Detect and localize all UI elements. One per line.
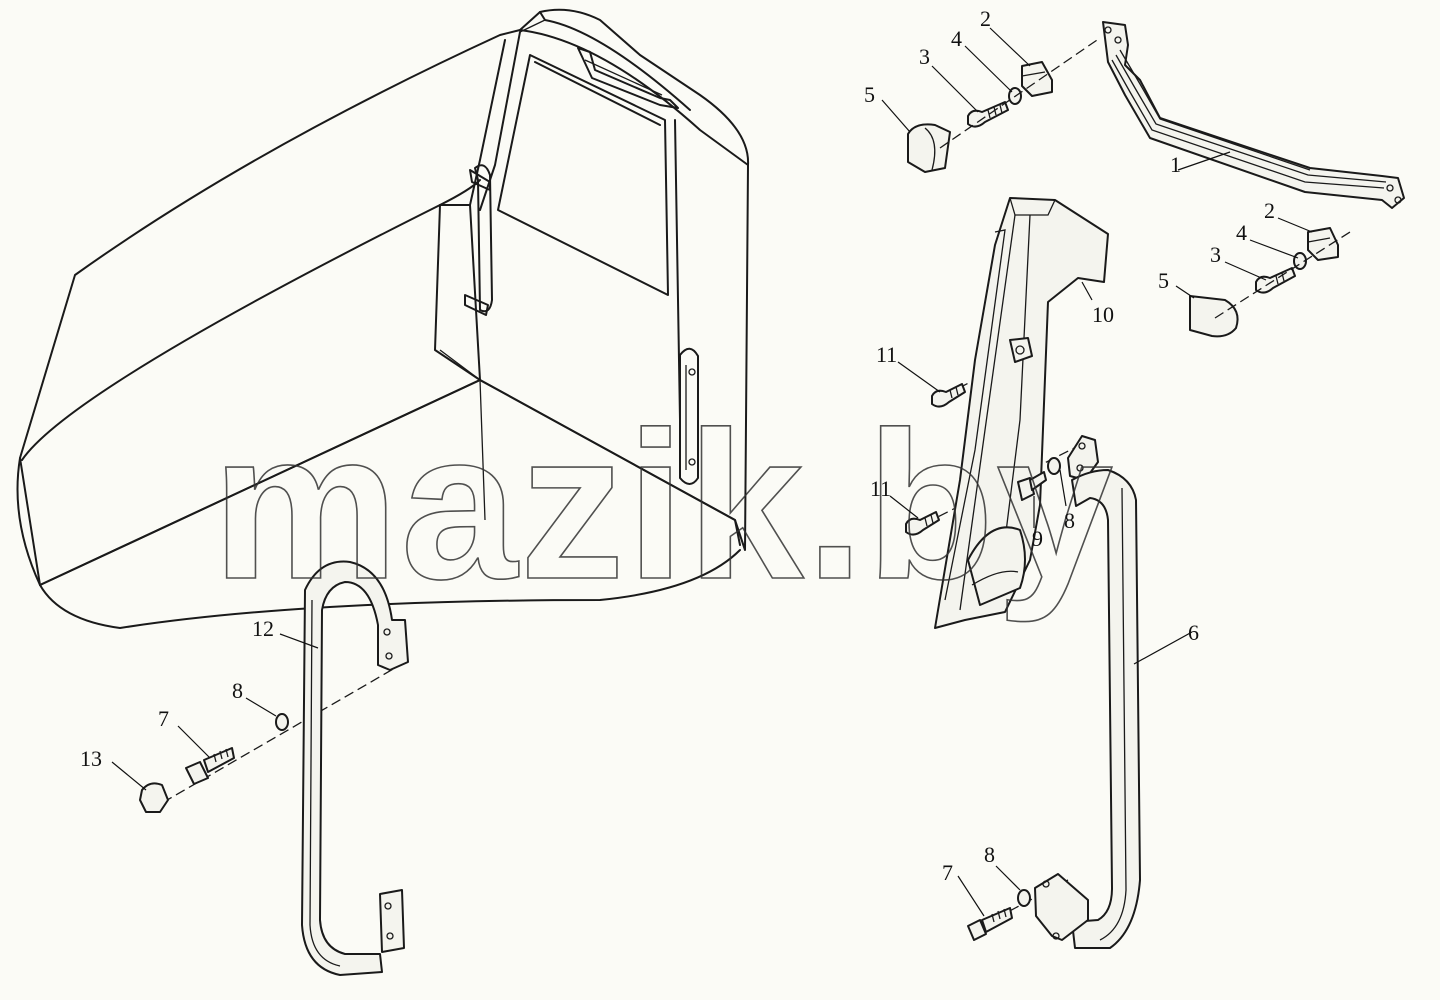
leader-lines	[111, 27, 1313, 917]
part-11-screw-lower	[905, 511, 940, 536]
part-8-washer-bottom	[1017, 889, 1031, 907]
callout-10: 10	[1092, 302, 1114, 327]
callout-13: 13	[80, 746, 102, 771]
callout-2-top: 2	[980, 6, 991, 31]
part-2-clip-top	[1021, 61, 1053, 97]
callout-8-bottom: 8	[984, 842, 995, 867]
cab-roof-handle	[577, 47, 679, 109]
callout-12: 12	[252, 616, 274, 641]
callouts: 1 2 2 4 4 3 3 5 5 10 11 11 8 9 6 8 7 12 …	[80, 6, 1275, 885]
part-3-screw-right	[1255, 267, 1296, 294]
callout-11-upper: 11	[876, 342, 897, 367]
part-13-nut	[139, 782, 169, 813]
part-5-cap-top	[907, 123, 951, 173]
part-7-bolt-left	[185, 747, 235, 785]
part-11-screw-upper	[931, 383, 966, 408]
callout-7-left: 7	[158, 706, 169, 731]
callout-6: 6	[1188, 620, 1199, 645]
part-6-handle	[1034, 435, 1141, 949]
callout-11-lower: 11	[870, 476, 891, 501]
callout-1: 1	[1170, 152, 1181, 177]
part-8-washer-mid	[1047, 457, 1061, 475]
callout-3-top: 3	[919, 44, 930, 69]
callout-4-right: 4	[1236, 220, 1247, 245]
callout-8-mid: 8	[1064, 508, 1075, 533]
callout-5-top: 5	[864, 82, 875, 107]
callout-7-right: 7	[942, 860, 953, 885]
callout-9: 9	[1032, 526, 1043, 551]
part-9-bolt	[1017, 471, 1047, 501]
callout-4-top: 4	[951, 26, 962, 51]
callout-2-right: 2	[1264, 198, 1275, 223]
part-5-cap-right	[1189, 295, 1239, 338]
part-7-bolt-right	[967, 907, 1013, 941]
watermark-text: mazik.by	[212, 388, 1115, 623]
part-12-handle	[301, 560, 409, 976]
part-8-washer-left	[275, 713, 289, 731]
callout-5-right: 5	[1158, 268, 1169, 293]
part-2-clip-right	[1307, 227, 1339, 261]
part-10-pillar	[934, 197, 1109, 629]
cab-door-handle	[679, 347, 699, 485]
callout-8-left: 8	[232, 678, 243, 703]
callout-3-right: 3	[1210, 242, 1221, 267]
part-1-grab-rail	[1102, 21, 1405, 209]
cab-pillar-handle	[464, 164, 493, 316]
